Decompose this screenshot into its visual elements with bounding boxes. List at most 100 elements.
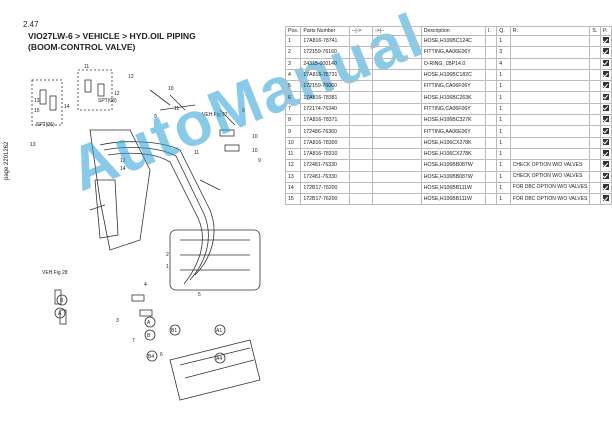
- cell-s: [589, 46, 601, 59]
- checkbox-icon[interactable]: [602, 161, 609, 168]
- callout: A: [147, 320, 151, 326]
- col-p: P.: [599, 26, 612, 36]
- checkbox-icon[interactable]: [602, 138, 609, 145]
- checkbox-icon[interactable]: [602, 184, 609, 190]
- cell-parts-number: 172159-76160: [300, 46, 350, 59]
- cell-s: [589, 68, 601, 82]
- cell-pos: 3: [284, 57, 302, 70]
- cell-remarks: FOR DBC OPTION W/O VALVES: [509, 193, 591, 206]
- cell-description: HOSE,H106CX278K: [420, 136, 486, 149]
- cell-parts-number: 172481-76330: [300, 170, 350, 183]
- checkbox-icon[interactable]: [602, 127, 609, 134]
- cell-parts-number: 17A816-78300: [300, 136, 350, 149]
- col-i: I.: [484, 26, 498, 36]
- cell-p: [599, 114, 612, 127]
- cell-remarks: [509, 68, 591, 82]
- title-line-2: (BOOM-CONTROL VALVE): [28, 42, 136, 52]
- col-remarks: R.: [509, 26, 591, 36]
- cell-i: [484, 46, 498, 59]
- cell-pos: 7: [284, 102, 302, 116]
- cell-q: 1: [496, 91, 511, 104]
- callout: 14: [120, 166, 126, 172]
- cell-i: [484, 181, 498, 195]
- checkbox-icon[interactable]: [602, 150, 609, 157]
- checkbox-icon[interactable]: [602, 195, 609, 202]
- cell-i: [484, 102, 498, 116]
- cell-i: [484, 80, 498, 93]
- callout: 10: [252, 148, 258, 154]
- checkbox-icon[interactable]: [602, 59, 609, 66]
- parts-table: Pos. Parts Number --|-> ->|-- Descriptio…: [284, 26, 612, 206]
- cell-p: [599, 125, 612, 138]
- cell-q: 1: [496, 34, 511, 48]
- cell-description: HOSE,H106BB111W: [420, 193, 486, 206]
- cell-from: [348, 125, 373, 138]
- checkbox-icon[interactable]: [602, 116, 609, 123]
- cell-pos: 13: [284, 170, 302, 183]
- cell-q: 1: [496, 193, 511, 206]
- checkbox-icon[interactable]: [602, 82, 609, 89]
- cell-q: 1: [496, 68, 511, 82]
- cell-description: FITTING,AA06E06Y: [420, 125, 486, 138]
- col-s: S.: [589, 26, 601, 36]
- cell-description: HOSE,H106BC124C: [420, 34, 486, 48]
- cell-s: [589, 136, 601, 149]
- page-side-label: page 2201262: [4, 141, 10, 180]
- cell-i: [484, 147, 498, 161]
- cell-to: [371, 136, 422, 149]
- checkbox-icon[interactable]: [602, 48, 609, 55]
- cell-from: [348, 181, 373, 195]
- callout: B1: [171, 328, 177, 334]
- cell-s: [589, 170, 601, 183]
- cell-p: [599, 80, 612, 93]
- cell-i: [484, 114, 498, 127]
- col-q: Q.: [496, 26, 511, 36]
- callout: 6: [160, 352, 163, 358]
- cell-parts-number: 17A816-78371: [300, 114, 350, 127]
- cell-description: FITTING,CA06F06Y: [420, 80, 486, 93]
- cell-pos: 14: [284, 181, 302, 195]
- cell-i: [484, 34, 498, 48]
- callout: A4: [216, 356, 222, 362]
- cell-q: 1: [496, 114, 511, 127]
- checkbox-icon[interactable]: [602, 93, 609, 100]
- cell-parts-number: 17A816-78741: [300, 34, 350, 48]
- cell-q: 4: [496, 57, 511, 70]
- callout: 1: [166, 264, 169, 270]
- cell-i: [484, 159, 498, 172]
- checkbox-icon[interactable]: [602, 71, 609, 78]
- checkbox-icon[interactable]: [602, 104, 609, 111]
- cell-pos: 6: [284, 91, 302, 104]
- cell-to: [371, 68, 422, 82]
- cell-to: [371, 91, 422, 104]
- cell-p: [599, 46, 612, 59]
- cell-to: [371, 193, 422, 206]
- cell-q: 1: [496, 102, 511, 116]
- cell-q: 1: [496, 181, 511, 195]
- cell-remarks: [509, 136, 591, 149]
- cell-pos: 5: [284, 80, 302, 93]
- checkbox-icon[interactable]: [602, 172, 609, 179]
- cell-from: [348, 46, 373, 59]
- cell-q: 1: [496, 136, 511, 149]
- cell-to: [371, 34, 422, 48]
- cell-to: [371, 102, 422, 116]
- cell-remarks: [509, 114, 591, 127]
- checkbox-icon[interactable]: [602, 37, 609, 44]
- callout: 8: [242, 108, 245, 114]
- title-line-1: VIO27LW-6 > VEHICLE > HYD.OIL PIPING: [28, 31, 196, 41]
- cell-remarks: [509, 46, 591, 59]
- cell-s: [589, 114, 601, 127]
- cell-description: HOSE,H106BC263K: [420, 91, 486, 104]
- cell-s: [589, 57, 601, 70]
- cell-to: [371, 57, 422, 70]
- cell-description: FITTING,CA06F06Y: [420, 102, 486, 116]
- cell-from: [348, 136, 373, 149]
- cell-q: 1: [496, 170, 511, 183]
- cell-i: [484, 136, 498, 149]
- cell-remarks: [509, 57, 591, 70]
